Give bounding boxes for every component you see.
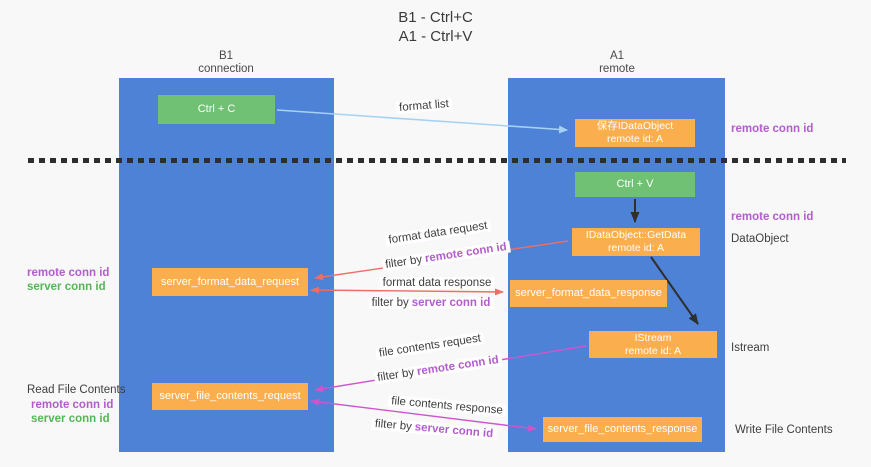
format-data-request-label: format data request	[384, 219, 492, 247]
left-server-conn-id-label-1: server conn id	[27, 281, 106, 293]
filter-by-remote-conn-id-label-1: filter byremote conn id	[381, 240, 511, 272]
left-server-conn-id-label-2: server conn id	[31, 413, 110, 425]
lifeline-left-header: B1 connection	[156, 50, 296, 76]
istream-line1: IStream	[634, 331, 672, 344]
write-file-contents-label: Write File Contents	[735, 424, 833, 436]
title-line-2: A1 - Ctrl+V	[398, 28, 473, 45]
server-format-data-response-box: server_format_data_response	[510, 280, 667, 307]
server-file-contents-response-box: server_file_contents_response	[543, 417, 702, 442]
arrow-format-data-response	[310, 286, 504, 296]
lifeline-left-subtitle: connection	[198, 63, 254, 75]
lifeline-left-title: B1	[218, 50, 234, 62]
filter-by-text: filter by	[371, 297, 409, 309]
ctrl-c-box: Ctrl + C	[158, 95, 275, 124]
format-list-label: format list	[395, 97, 453, 115]
server-file-contents-request-label: server_file_contents_request	[159, 390, 301, 402]
idataobject-getdata-box: IDataObject::GetData remote id: A	[572, 228, 700, 256]
filter-by-remote-conn-id-label-2: filter byremote conn id	[373, 353, 503, 385]
save-idataobject-box: 保存IDataObject remote id: A	[575, 119, 695, 147]
left-remote-conn-id-label-1: remote conn id	[27, 267, 110, 279]
getdata-line2: remote id: A	[607, 242, 665, 254]
server-file-contents-request-box: server_file_contents_request	[152, 383, 308, 410]
remote-conn-id-text: remote conn id	[424, 241, 508, 266]
filter-by-text: filter by	[384, 253, 423, 271]
format-data-response-label: format data response	[379, 277, 495, 289]
filter-by-text: filter by	[374, 417, 413, 434]
ctrl-v-box: Ctrl + V	[575, 172, 695, 197]
left-remote-conn-id-label-2: remote conn id	[31, 399, 114, 411]
remote-conn-id-text: remote conn id	[416, 354, 500, 379]
istream-box: IStream remote id: A	[589, 331, 717, 358]
lifeline-right-title: A1	[609, 50, 625, 62]
save-idataobject-line2: remote id: A	[606, 133, 664, 145]
server-conn-id-text: server conn id	[414, 421, 494, 441]
server-format-data-response-label: server_format_data_response	[515, 287, 662, 299]
dataobject-label: DataObject	[731, 233, 789, 245]
lifeline-right-header: A1 remote	[547, 50, 687, 76]
filter-by-text: filter by	[376, 366, 415, 384]
title-line-1: B1 - Ctrl+C	[398, 9, 473, 26]
read-file-contents-label: Read File Contents	[27, 384, 126, 396]
lifeline-right-subtitle: remote	[599, 63, 635, 75]
ctrl-v-label: Ctrl + V	[616, 178, 654, 190]
right-remote-conn-id-label-1: remote conn id	[731, 123, 814, 135]
server-file-contents-response-label: server_file_contents_response	[547, 423, 698, 435]
server-conn-id-text: server conn id	[411, 297, 491, 309]
right-remote-conn-id-label-2: remote conn id	[731, 211, 814, 223]
server-format-data-request-label: server_format_data_request	[160, 275, 300, 288]
file-contents-response-label: file contents response	[387, 394, 507, 418]
istream-side-label: Istream	[731, 342, 770, 354]
diagram-title: B1 - Ctrl+C A1 - Ctrl+V	[0, 8, 871, 46]
file-contents-request-label: file contents request	[375, 332, 485, 360]
getdata-line1: IDataObject::GetData	[585, 229, 687, 241]
server-format-data-request-box: server_format_data_request	[152, 268, 308, 296]
separator-dashed-line	[28, 158, 846, 163]
save-idataobject-line1: 保存IDataObject	[596, 120, 674, 132]
istream-line2: remote id: A	[624, 344, 682, 357]
ctrl-c-label: Ctrl + C	[197, 103, 236, 115]
